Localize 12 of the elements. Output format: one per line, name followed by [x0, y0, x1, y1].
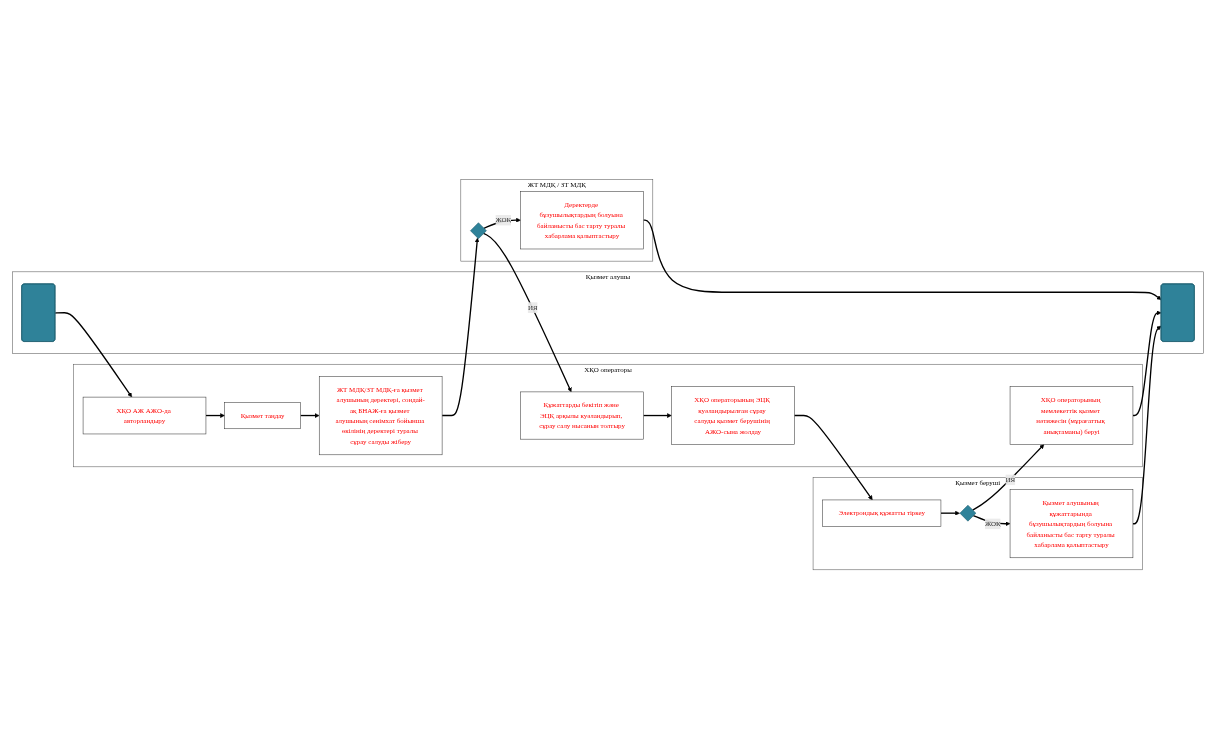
arrow — [1132, 325, 1162, 525]
arrow — [482, 232, 572, 393]
arrow — [441, 237, 480, 417]
node-diamond — [959, 504, 977, 522]
arrow — [972, 444, 1045, 511]
arrow — [793, 414, 873, 501]
arrow — [940, 510, 960, 516]
arrow — [1132, 310, 1162, 417]
node-diamond — [470, 222, 487, 239]
arrow — [642, 413, 672, 418]
arrow — [54, 312, 133, 398]
arrow — [642, 219, 1162, 301]
